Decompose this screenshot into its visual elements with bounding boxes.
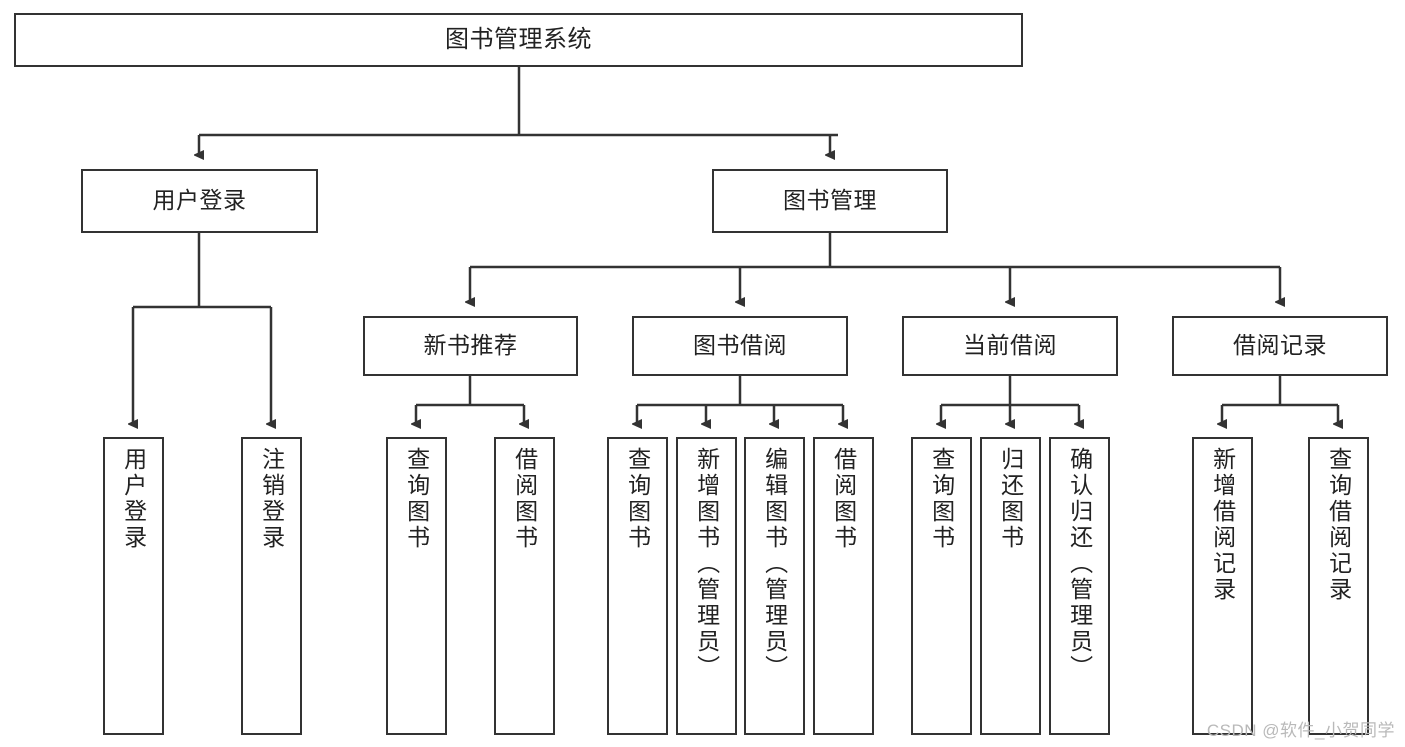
node-book-borrow[interactable]: 图书借阅	[632, 316, 848, 376]
node-label: 新书推荐	[423, 332, 518, 359]
node-leaf-query-book-2[interactable]: 查询图书	[607, 437, 668, 735]
node-leaf-borrow-book-1[interactable]: 借阅图书	[494, 437, 555, 735]
node-label: 图书管理系统	[445, 25, 592, 53]
node-label: 查询图书	[624, 447, 651, 551]
node-label: 当前借阅	[963, 332, 1057, 359]
node-label: 借阅记录	[1233, 332, 1327, 359]
node-new-book-recommend[interactable]: 新书推荐	[363, 316, 578, 376]
node-label: 查询图书	[403, 447, 430, 551]
node-leaf-edit-book[interactable]: 编辑图书（管理员）	[744, 437, 805, 735]
node-label: 图书借阅	[693, 332, 787, 359]
node-label: 确认归还（管理员）	[1066, 447, 1093, 681]
node-label: 归还图书	[997, 447, 1024, 551]
node-label: 借阅图书	[830, 447, 857, 551]
node-leaf-borrow-book-2[interactable]: 借阅图书	[813, 437, 874, 735]
node-label: 用户登录	[152, 187, 247, 214]
node-leaf-add-record[interactable]: 新增借阅记录	[1192, 437, 1253, 735]
node-label: 新增借阅记录	[1209, 447, 1236, 603]
node-label: 注销登录	[258, 447, 285, 551]
node-book-manage[interactable]: 图书管理	[712, 169, 948, 233]
csdn-watermark: CSDN @软件_小贺同学	[1206, 721, 1395, 740]
node-leaf-confirm-return[interactable]: 确认归还（管理员）	[1049, 437, 1110, 735]
node-label: 查询借阅记录	[1325, 447, 1352, 603]
node-leaf-user-login[interactable]: 用户登录	[103, 437, 164, 735]
node-leaf-query-book-1[interactable]: 查询图书	[386, 437, 447, 735]
node-leaf-query-book-3[interactable]: 查询图书	[911, 437, 972, 735]
node-leaf-logout[interactable]: 注销登录	[241, 437, 302, 735]
node-label: 图书管理	[783, 187, 877, 214]
node-user-login[interactable]: 用户登录	[81, 169, 318, 233]
node-current-borrow[interactable]: 当前借阅	[902, 316, 1118, 376]
node-label: 查询图书	[928, 447, 955, 551]
node-leaf-query-record[interactable]: 查询借阅记录	[1308, 437, 1369, 735]
node-label: 新增图书（管理员）	[693, 447, 720, 681]
node-label: 借阅图书	[511, 447, 538, 551]
node-leaf-return-book[interactable]: 归还图书	[980, 437, 1041, 735]
node-label: 用户登录	[120, 447, 147, 551]
node-leaf-add-book[interactable]: 新增图书（管理员）	[676, 437, 737, 735]
node-label: 编辑图书（管理员）	[761, 447, 788, 681]
node-borrow-record[interactable]: 借阅记录	[1172, 316, 1388, 376]
node-root-system[interactable]: 图书管理系统	[14, 13, 1023, 67]
